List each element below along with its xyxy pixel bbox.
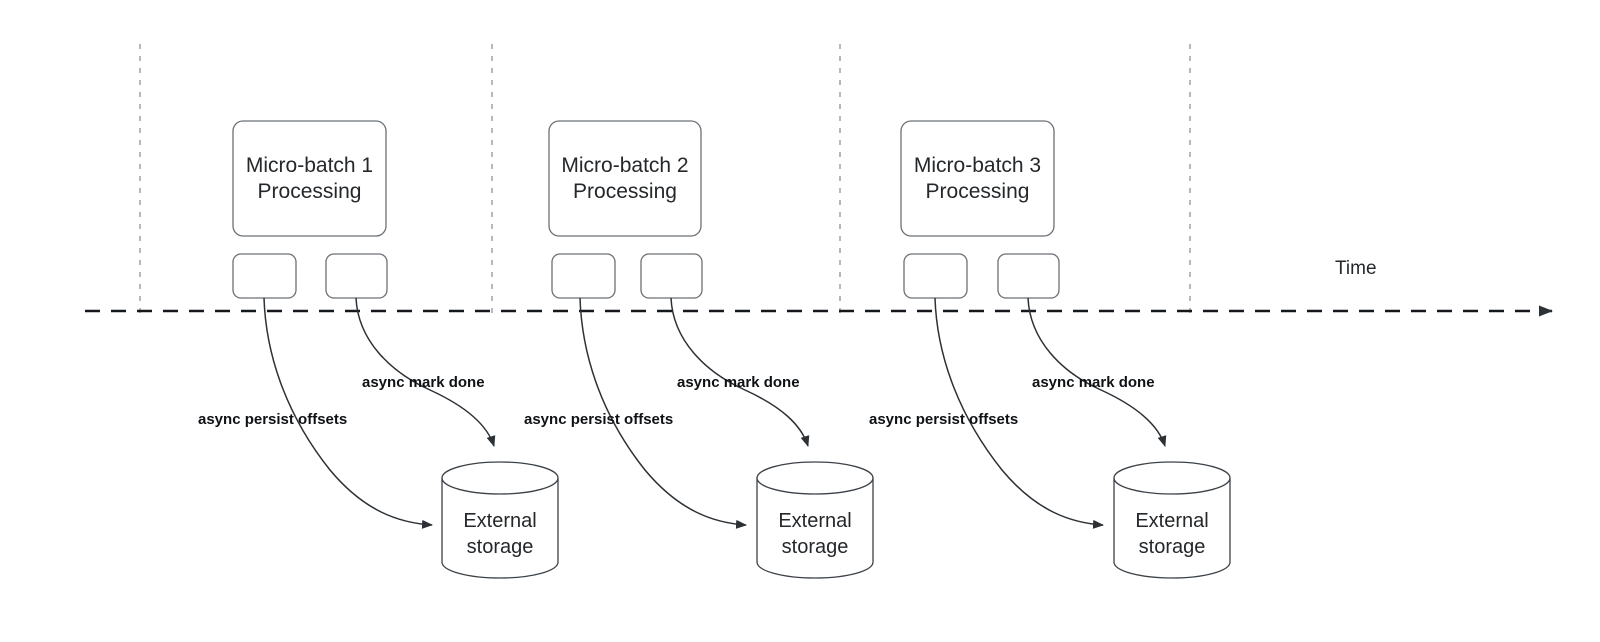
micro-batch-2-mark-done-arrow bbox=[670, 297, 810, 447]
micro-batch-1-storage-label-line1: External bbox=[463, 510, 536, 532]
micro-batch-2-label-line2: Processing bbox=[573, 180, 677, 203]
micro-batch-1-persist-offsets-arrow bbox=[263, 297, 433, 529]
micro-batch-1-label-line2: Processing bbox=[258, 180, 362, 203]
micro-batch-3-external-storage[interactable] bbox=[1113, 461, 1231, 579]
micro-batch-3-storage-label-line2: storage bbox=[1139, 536, 1206, 558]
micro-batch-1-persist-offsets-label: async persist offsets bbox=[198, 411, 347, 428]
micro-batch-1-storage-label-line2: storage bbox=[467, 536, 534, 558]
micro-batch-2-external-storage[interactable] bbox=[756, 461, 874, 579]
micro-batch-3-label-line2: Processing bbox=[926, 180, 1030, 203]
micro-batch-3-mark-done-label: async mark done bbox=[1032, 374, 1155, 391]
micro-batch-3-label-line1: Micro-batch 3 bbox=[914, 154, 1041, 177]
micro-batch-2-mark-done-label: async mark done bbox=[677, 374, 800, 391]
micro-batch-1-process-box[interactable] bbox=[232, 120, 387, 237]
micro-batch-2-mark-done-task-box[interactable] bbox=[640, 253, 703, 299]
micro-batch-1-mark-done-label: async mark done bbox=[362, 374, 485, 391]
micro-batch-2-process-box[interactable] bbox=[548, 120, 702, 237]
micro-batch-3-storage-label-line1: External bbox=[1135, 510, 1208, 532]
micro-batch-3-mark-done-task-box[interactable] bbox=[997, 253, 1060, 299]
time-axis-label: Time bbox=[1335, 258, 1377, 279]
micro-batch-1-mark-done-arrow bbox=[355, 297, 496, 447]
micro-batch-1-persist-task-box[interactable] bbox=[232, 253, 297, 299]
micro-batch-3-persist-offsets-arrow bbox=[934, 297, 1104, 529]
micro-batch-2-storage-label-line2: storage bbox=[782, 536, 849, 558]
micro-batch-3-persist-offsets-label: async persist offsets bbox=[869, 411, 1018, 428]
micro-batch-3-process-box[interactable] bbox=[900, 120, 1055, 237]
micro-batch-2-persist-offsets-arrow bbox=[579, 297, 747, 529]
micro-batch-2-persist-offsets-label: async persist offsets bbox=[524, 411, 673, 428]
micro-batch-1-label-line1: Micro-batch 1 bbox=[246, 154, 373, 177]
micro-batch-3-persist-task-box[interactable] bbox=[903, 253, 968, 299]
micro-batch-1-mark-done-task-box[interactable] bbox=[325, 253, 388, 299]
micro-batch-2-storage-label-line1: External bbox=[778, 510, 851, 532]
micro-batch-1-external-storage[interactable] bbox=[441, 461, 559, 579]
micro-batch-2-label-line1: Micro-batch 2 bbox=[561, 154, 688, 177]
micro-batch-2-persist-task-box[interactable] bbox=[551, 253, 616, 299]
micro-batch-3-mark-done-arrow bbox=[1027, 297, 1167, 447]
